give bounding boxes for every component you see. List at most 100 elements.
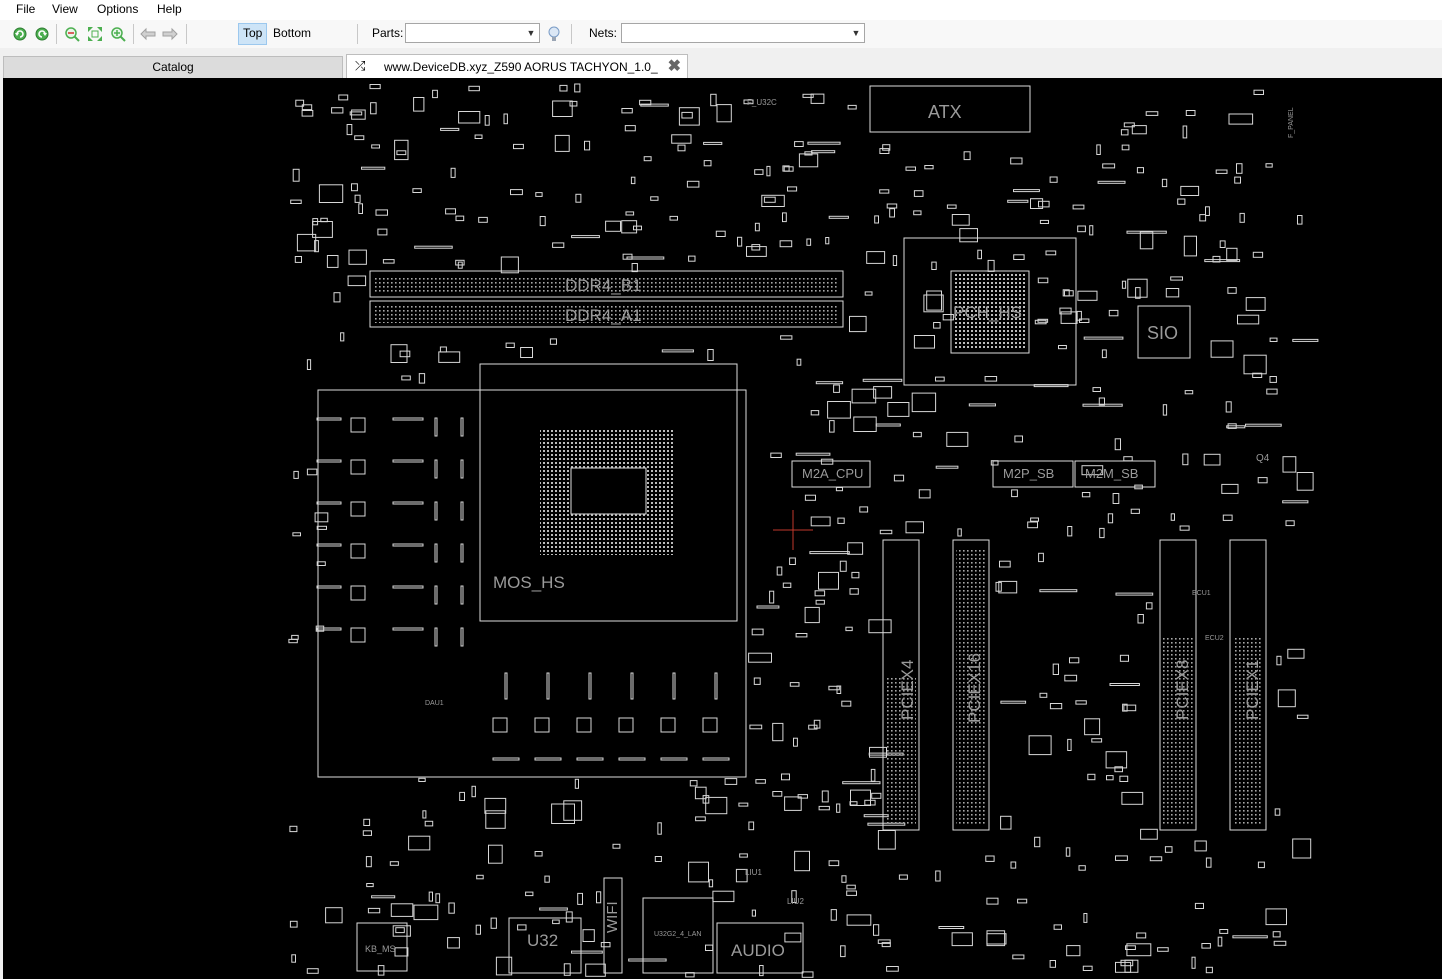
side-top-button[interactable]: Top — [238, 23, 268, 45]
vrm-component — [316, 459, 342, 463]
nets-combobox[interactable]: ▼ — [621, 23, 865, 43]
u32-label: U32 — [527, 931, 558, 950]
pciex1-slot[interactable] — [1229, 539, 1267, 831]
u32g2-lan-connector[interactable] — [642, 897, 714, 974]
footprint-pad — [1273, 940, 1287, 946]
vrm-component — [630, 672, 634, 700]
footprint-pad — [326, 255, 339, 268]
rotate-cw-icon[interactable] — [33, 25, 51, 43]
m2p-sb-connector[interactable] — [992, 460, 1074, 488]
rotate-ccw-icon[interactable] — [11, 25, 29, 43]
footprint-pad — [820, 458, 834, 465]
footprint-pad — [363, 818, 371, 826]
footprint-pad — [795, 633, 808, 638]
kb-ms-connector[interactable] — [356, 922, 408, 972]
menu-help[interactable]: Help — [157, 2, 182, 16]
pciex8-slot[interactable] — [1159, 539, 1197, 831]
footprint-pad — [1170, 276, 1183, 281]
chevron-down-icon: ▼ — [526, 28, 536, 38]
footprint-pad — [654, 856, 662, 862]
zoom-out-icon[interactable] — [63, 25, 81, 43]
footprint-pad — [1185, 110, 1196, 116]
footprint-pad — [447, 937, 460, 949]
zoom-in-icon[interactable] — [109, 25, 127, 43]
footprint-pad — [1101, 349, 1107, 359]
footprint-pad — [755, 779, 766, 784]
wifi-connector[interactable] — [603, 877, 623, 974]
footprint-pad — [705, 944, 714, 951]
footprint-pad — [490, 917, 497, 929]
pciex16-slot[interactable] — [952, 539, 990, 831]
tab-document[interactable]: ⤮ www.DeviceDB.xyz_Z590 AORUS TACHYON_1.… — [346, 54, 688, 78]
parts-combobox[interactable]: ▼ — [405, 23, 540, 43]
menu-file[interactable]: File — [16, 2, 36, 16]
footprint-pad — [810, 516, 831, 527]
footprint-pad — [628, 958, 667, 962]
footprint-pad — [913, 190, 924, 197]
board-view-canvas[interactable]: DDR4_B1 DDR4_A1 MOS_HS ATX SIO PCH_HS M2… — [3, 78, 1442, 979]
footprint-pad — [408, 835, 431, 851]
close-icon[interactable]: ✖ — [667, 58, 681, 75]
footprint-pad — [977, 249, 982, 260]
vrm-component — [350, 585, 366, 601]
footprint-pad — [349, 111, 363, 116]
menu-view[interactable]: View — [52, 2, 78, 16]
footprint-pad — [1121, 144, 1130, 151]
footprint-pad — [289, 920, 298, 928]
footprint-pad — [1269, 376, 1277, 383]
pciex4-slot[interactable] — [882, 539, 920, 831]
footprint-pad — [1123, 456, 1133, 462]
footprint-pad — [351, 183, 358, 192]
back-arrow-icon[interactable] — [139, 25, 157, 43]
m2a-cpu-connector[interactable] — [791, 460, 871, 488]
m2m-sb-label: M2M_SB — [1085, 466, 1138, 481]
footprint-pad — [887, 402, 910, 417]
u32-connector[interactable] — [508, 917, 582, 974]
footprint-pad — [842, 781, 881, 785]
footprint-pad — [853, 416, 877, 432]
audio-connector[interactable] — [716, 922, 804, 974]
footprint-pad — [703, 141, 723, 145]
board-svg[interactable]: DDR4_B1 DDR4_A1 MOS_HS ATX SIO PCH_HS M2… — [3, 78, 1442, 979]
footprint-pad — [325, 907, 343, 924]
lightbulb-icon[interactable] — [545, 25, 563, 43]
tab-catalog[interactable]: Catalog — [3, 56, 343, 78]
footprint-pad — [450, 167, 456, 178]
footprint-pad — [1123, 704, 1137, 712]
pch-outline — [903, 237, 1077, 386]
footprint-pad — [1232, 935, 1268, 939]
zoom-fit-icon[interactable] — [86, 25, 104, 43]
footprint-pad — [1136, 167, 1145, 174]
vrm-component — [492, 757, 520, 761]
footprint-pad — [1091, 738, 1103, 743]
footprint-pad — [318, 184, 344, 204]
footprint-pad — [802, 93, 814, 98]
footprint-pad — [643, 156, 652, 162]
footprint-pad — [705, 796, 728, 815]
footprint-pad — [294, 256, 302, 263]
footprint-pad — [484, 797, 507, 814]
footprint-pad — [951, 932, 973, 947]
forward-arrow-icon[interactable] — [161, 25, 179, 43]
footprint-pad — [1099, 527, 1105, 539]
footprint-pad — [1114, 766, 1124, 773]
ddr4-a1-slot[interactable] — [369, 300, 844, 328]
atx-connector[interactable] — [869, 85, 1031, 133]
footprint-pad — [810, 93, 825, 104]
pin-icon[interactable]: ⤮ — [355, 58, 366, 73]
footprint-pad — [1072, 204, 1085, 210]
tab-row: Catalog ⤮ www.DeviceDB.xyz_Z590 AORUS TA… — [0, 48, 1442, 78]
footprint-pad — [1083, 913, 1088, 923]
footprint-pad — [361, 166, 386, 170]
footprint-pad — [395, 927, 405, 934]
menu-options[interactable]: Options — [97, 2, 139, 16]
footprint-pad — [840, 945, 846, 958]
footprint-pad — [804, 606, 820, 624]
ddr4-a1-label: DDR4_A1 — [565, 306, 642, 325]
ddr4-b1-slot[interactable] — [369, 270, 844, 298]
footprint-pad — [995, 581, 1002, 592]
footprint-pad — [455, 259, 465, 266]
footprint-pad — [1269, 337, 1278, 343]
side-bottom-button[interactable]: Bottom — [273, 26, 312, 40]
m2m-sb-connector[interactable] — [1074, 460, 1156, 488]
